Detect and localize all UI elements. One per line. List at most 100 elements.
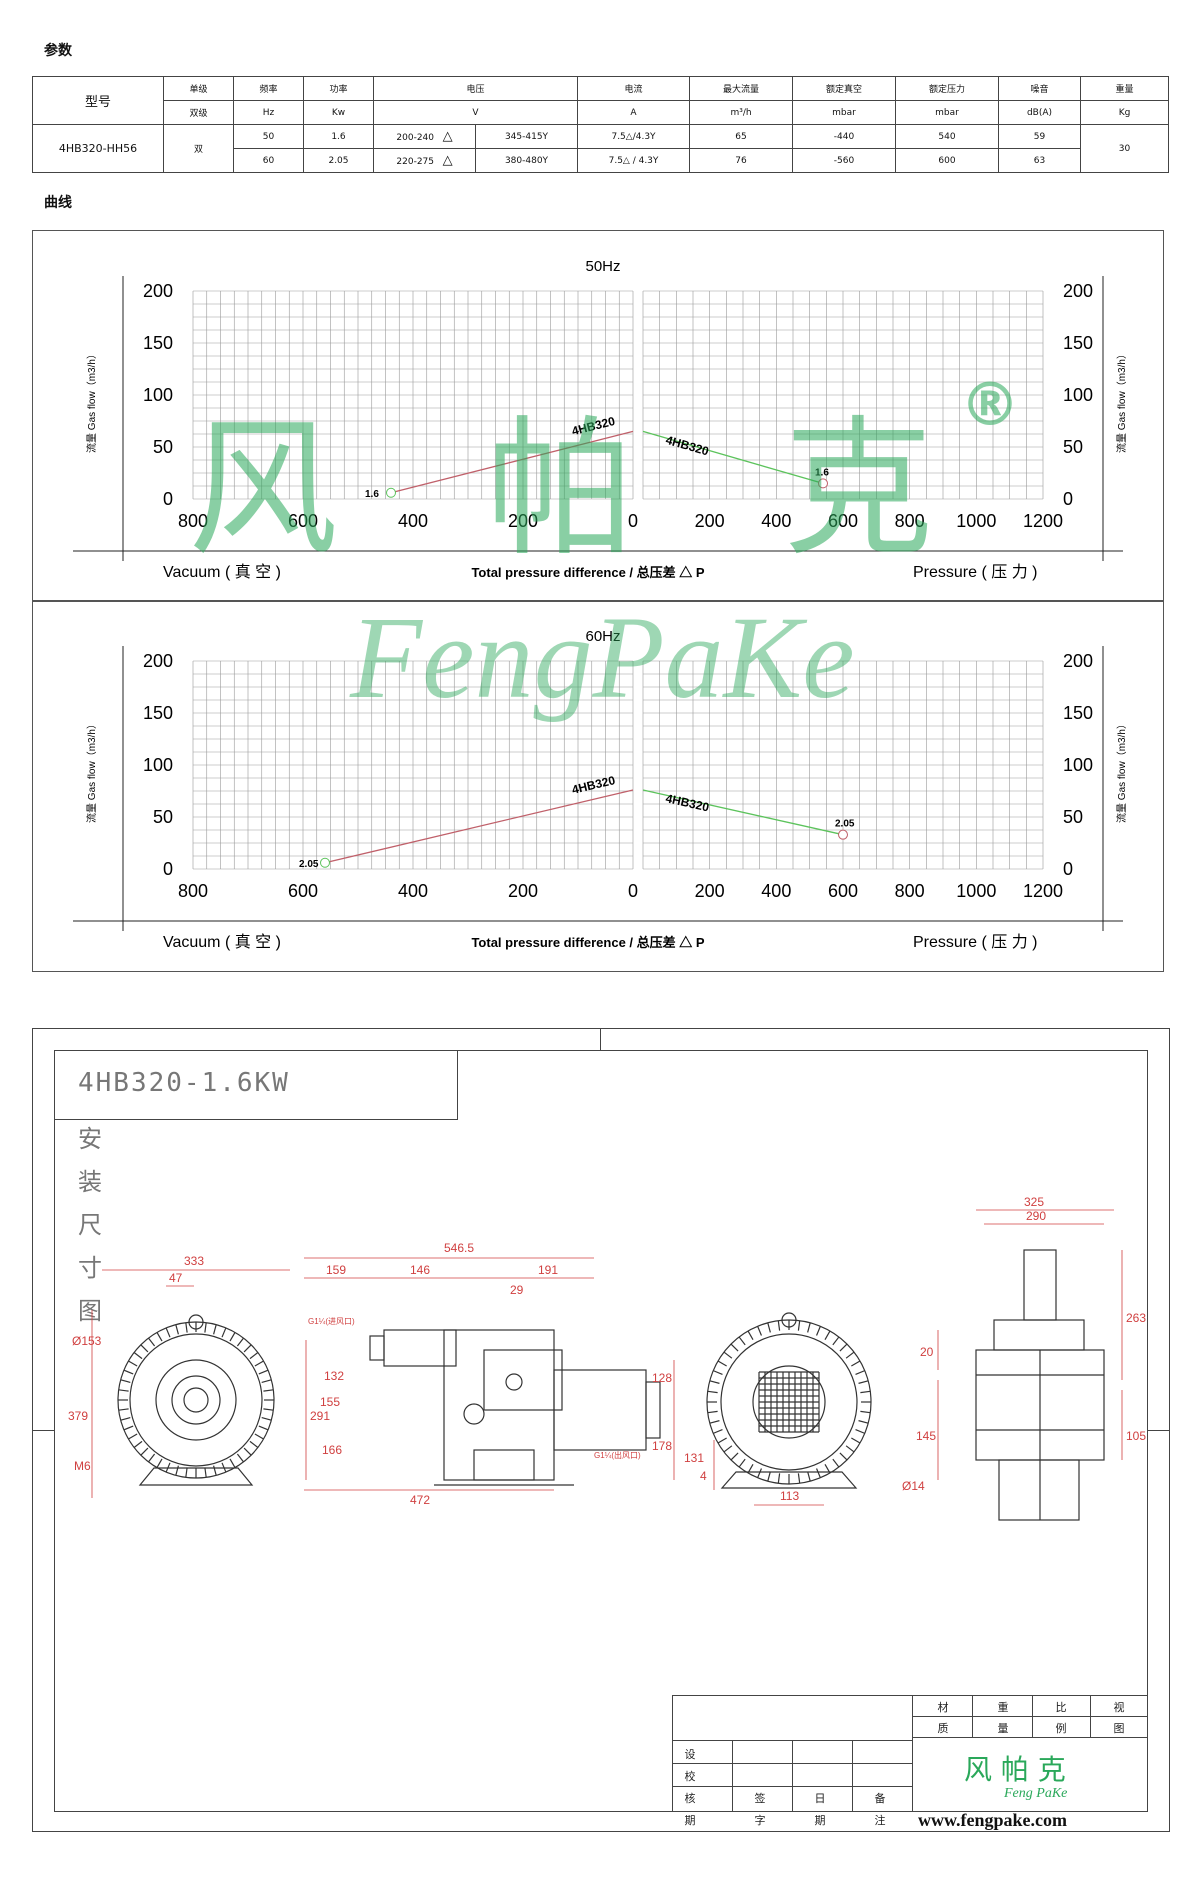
series-endpoint: [386, 487, 396, 498]
dim-label: 291: [310, 1409, 330, 1423]
fin-line: [263, 1408, 274, 1411]
fin-line: [723, 1351, 733, 1359]
header-max-flow: 最大流量: [689, 76, 794, 101]
fin-line: [261, 1379, 272, 1383]
fin-line: [221, 1327, 227, 1338]
fin-line: [156, 1458, 163, 1468]
y-tick-label-left: 0: [163, 489, 173, 509]
fin-line: [824, 1330, 831, 1340]
fin-line: [165, 1327, 171, 1338]
row1-noise: 59: [998, 124, 1082, 149]
dim-label: 191: [538, 1263, 558, 1277]
xlabel-center: Total pressure difference / 总压差 △ P: [471, 935, 704, 950]
x-tick-label-vacuum: 400: [398, 511, 428, 531]
y-tick-label-right: 50: [1063, 437, 1083, 457]
inlet-label: G1¼(进风口): [308, 1317, 355, 1326]
website-link[interactable]: www.fengpake.com: [918, 1810, 1067, 1830]
series-line-vacuum: [390, 430, 634, 494]
unit-weight: Kg: [1080, 100, 1170, 125]
fin-line: [236, 1337, 244, 1347]
dim-label: 178: [652, 1439, 672, 1453]
fin-line: [185, 1322, 188, 1333]
drawing-title: 4HB320-1.6KW: [78, 1068, 290, 1098]
tb-view: 视: [1113, 1701, 1125, 1714]
fin-line: [858, 1380, 869, 1384]
x-tick-label-pressure: 1000: [956, 881, 996, 901]
y-tick-label-right: 100: [1063, 385, 1093, 405]
params-section-title: 参数: [44, 43, 72, 59]
dim-label: M6: [74, 1459, 91, 1473]
fin-line: [261, 1417, 272, 1421]
y-tick-label-left: 200: [143, 281, 173, 301]
row2-voltage-delta: 220-275 △: [373, 148, 476, 173]
row2-current: 7.5△ / 4.3Y: [577, 148, 691, 173]
series-end-label: 2.05: [835, 819, 855, 830]
drawing-title-box: [54, 1050, 458, 1120]
dim-label: 333: [184, 1254, 204, 1268]
fin-line: [120, 1417, 131, 1421]
fin-line: [254, 1360, 264, 1367]
tb-date-2: 期: [814, 1814, 826, 1827]
dim-label: 379: [68, 1409, 88, 1423]
y-tick-label-right: 0: [1063, 859, 1073, 879]
fin-line: [243, 1447, 252, 1456]
stage-cell: 双: [163, 124, 234, 173]
dim-label: Ø153: [72, 1334, 102, 1348]
fin-line: [120, 1379, 131, 1383]
fin-line: [860, 1410, 871, 1414]
row2-power: 2.05: [303, 148, 374, 173]
curve-section-title: 曲线: [44, 195, 72, 211]
dim-label: Ø14: [902, 1479, 925, 1493]
x-tick-label-pressure: 200: [695, 511, 725, 531]
fin-line: [815, 1326, 821, 1336]
fin-line: [723, 1445, 733, 1453]
fin-line: [777, 1320, 781, 1331]
dim-label: 146: [410, 1263, 430, 1277]
dim-label: 47: [169, 1271, 183, 1285]
header-power: 功率: [303, 76, 374, 101]
series-name-label: 4HB320: [664, 791, 710, 814]
series-endpoint: [320, 857, 330, 868]
unit-power: Kw: [303, 100, 374, 125]
row2-freq: 60: [233, 148, 304, 173]
fin-line: [123, 1369, 134, 1375]
tb-review: 核: [684, 1792, 696, 1805]
vlabel-char: 尺: [78, 1211, 102, 1239]
y-tick-label-left: 50: [153, 807, 173, 827]
x-tick-label-pressure: 600: [828, 881, 858, 901]
y-tick-label-right: 200: [1063, 651, 1093, 671]
dim-label: 132: [324, 1369, 344, 1383]
fin-line: [807, 1322, 811, 1333]
fin-line: [118, 1389, 129, 1392]
x-tick-label-vacuum: 400: [398, 881, 428, 901]
fin-line: [845, 1351, 855, 1359]
unit-voltage: V: [372, 100, 579, 125]
fin-line: [118, 1408, 129, 1411]
header-noise: 噪音: [998, 76, 1082, 101]
fin-line: [730, 1452, 739, 1461]
ylabel-left: 流量 Gas flow（m3/h）: [85, 349, 98, 453]
x-tick-label-pressure: 400: [761, 881, 791, 901]
tb-scale-2: 例: [1055, 1722, 1067, 1735]
x-tick-label-vacuum: 800: [178, 511, 208, 531]
fin-line: [185, 1467, 188, 1478]
xlabel-pressure: Pressure ( 压 力 ): [913, 933, 1037, 951]
fin-line: [757, 1468, 763, 1478]
ylabel-right: 流量 Gas flow（m3/h）: [1115, 349, 1128, 453]
series-end-label: 1.6: [815, 467, 829, 478]
unit-current: A: [577, 100, 691, 125]
y-tick-label-right: 0: [1063, 489, 1073, 509]
unit-flow: m³/h: [689, 100, 794, 125]
vlabel-char: 安: [78, 1125, 102, 1153]
dim-label: 546.5: [444, 1241, 474, 1255]
vlabel-char: 装: [78, 1168, 102, 1196]
row2-vacuum: -560: [792, 148, 897, 173]
tb-note: 备: [874, 1792, 886, 1805]
x-tick-label-vacuum: 600: [288, 881, 318, 901]
chart-title: 60Hz: [585, 628, 620, 645]
vlabel-char: 寸: [78, 1254, 102, 1282]
front-view: [117, 1314, 275, 1486]
